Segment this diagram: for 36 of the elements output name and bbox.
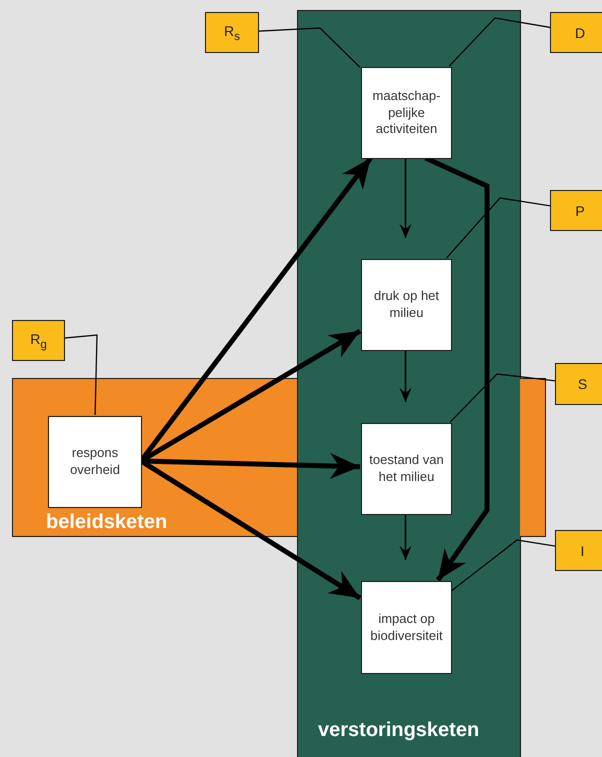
process-box bbox=[361, 423, 452, 515]
box-label: P bbox=[575, 202, 585, 218]
box-label: I bbox=[580, 542, 584, 558]
leader-line bbox=[450, 373, 556, 422]
arrow bbox=[400, 514, 412, 560]
leader-line bbox=[450, 539, 556, 592]
process-box bbox=[48, 416, 142, 508]
box-label: R$_{s}$ bbox=[224, 22, 240, 42]
process-box bbox=[361, 67, 452, 159]
band-title: beleidsketen bbox=[46, 511, 168, 534]
box-label: R$_{g}$ bbox=[30, 330, 47, 350]
box-label: impact op biodiversiteit bbox=[369, 610, 444, 644]
tag-box bbox=[555, 363, 602, 405]
band-title: verstoringsketen bbox=[318, 719, 480, 742]
box-label: maatschap- pelijke activiteiten bbox=[372, 88, 442, 138]
leader-line bbox=[64, 334, 98, 416]
arrow bbox=[400, 350, 412, 402]
box-label: D bbox=[574, 24, 586, 40]
tag-box bbox=[205, 12, 259, 53]
process-box bbox=[361, 259, 452, 351]
box-label: respons overheid bbox=[69, 445, 121, 479]
box-label: druk op het milieu bbox=[372, 288, 440, 322]
box-label: toestand van het milieu bbox=[368, 452, 445, 486]
arrow bbox=[400, 158, 412, 238]
band-panel bbox=[12, 378, 298, 537]
tag-box bbox=[550, 12, 602, 53]
leader-line bbox=[448, 17, 550, 66]
box-label: S bbox=[578, 376, 588, 392]
leader-line bbox=[258, 27, 360, 68]
tag-box bbox=[12, 320, 65, 361]
tag-box bbox=[550, 190, 602, 231]
band-segment bbox=[520, 378, 546, 537]
tag-box bbox=[555, 530, 602, 571]
process-box bbox=[361, 581, 452, 674]
leader-line bbox=[446, 197, 550, 258]
band-panel bbox=[297, 10, 521, 757]
